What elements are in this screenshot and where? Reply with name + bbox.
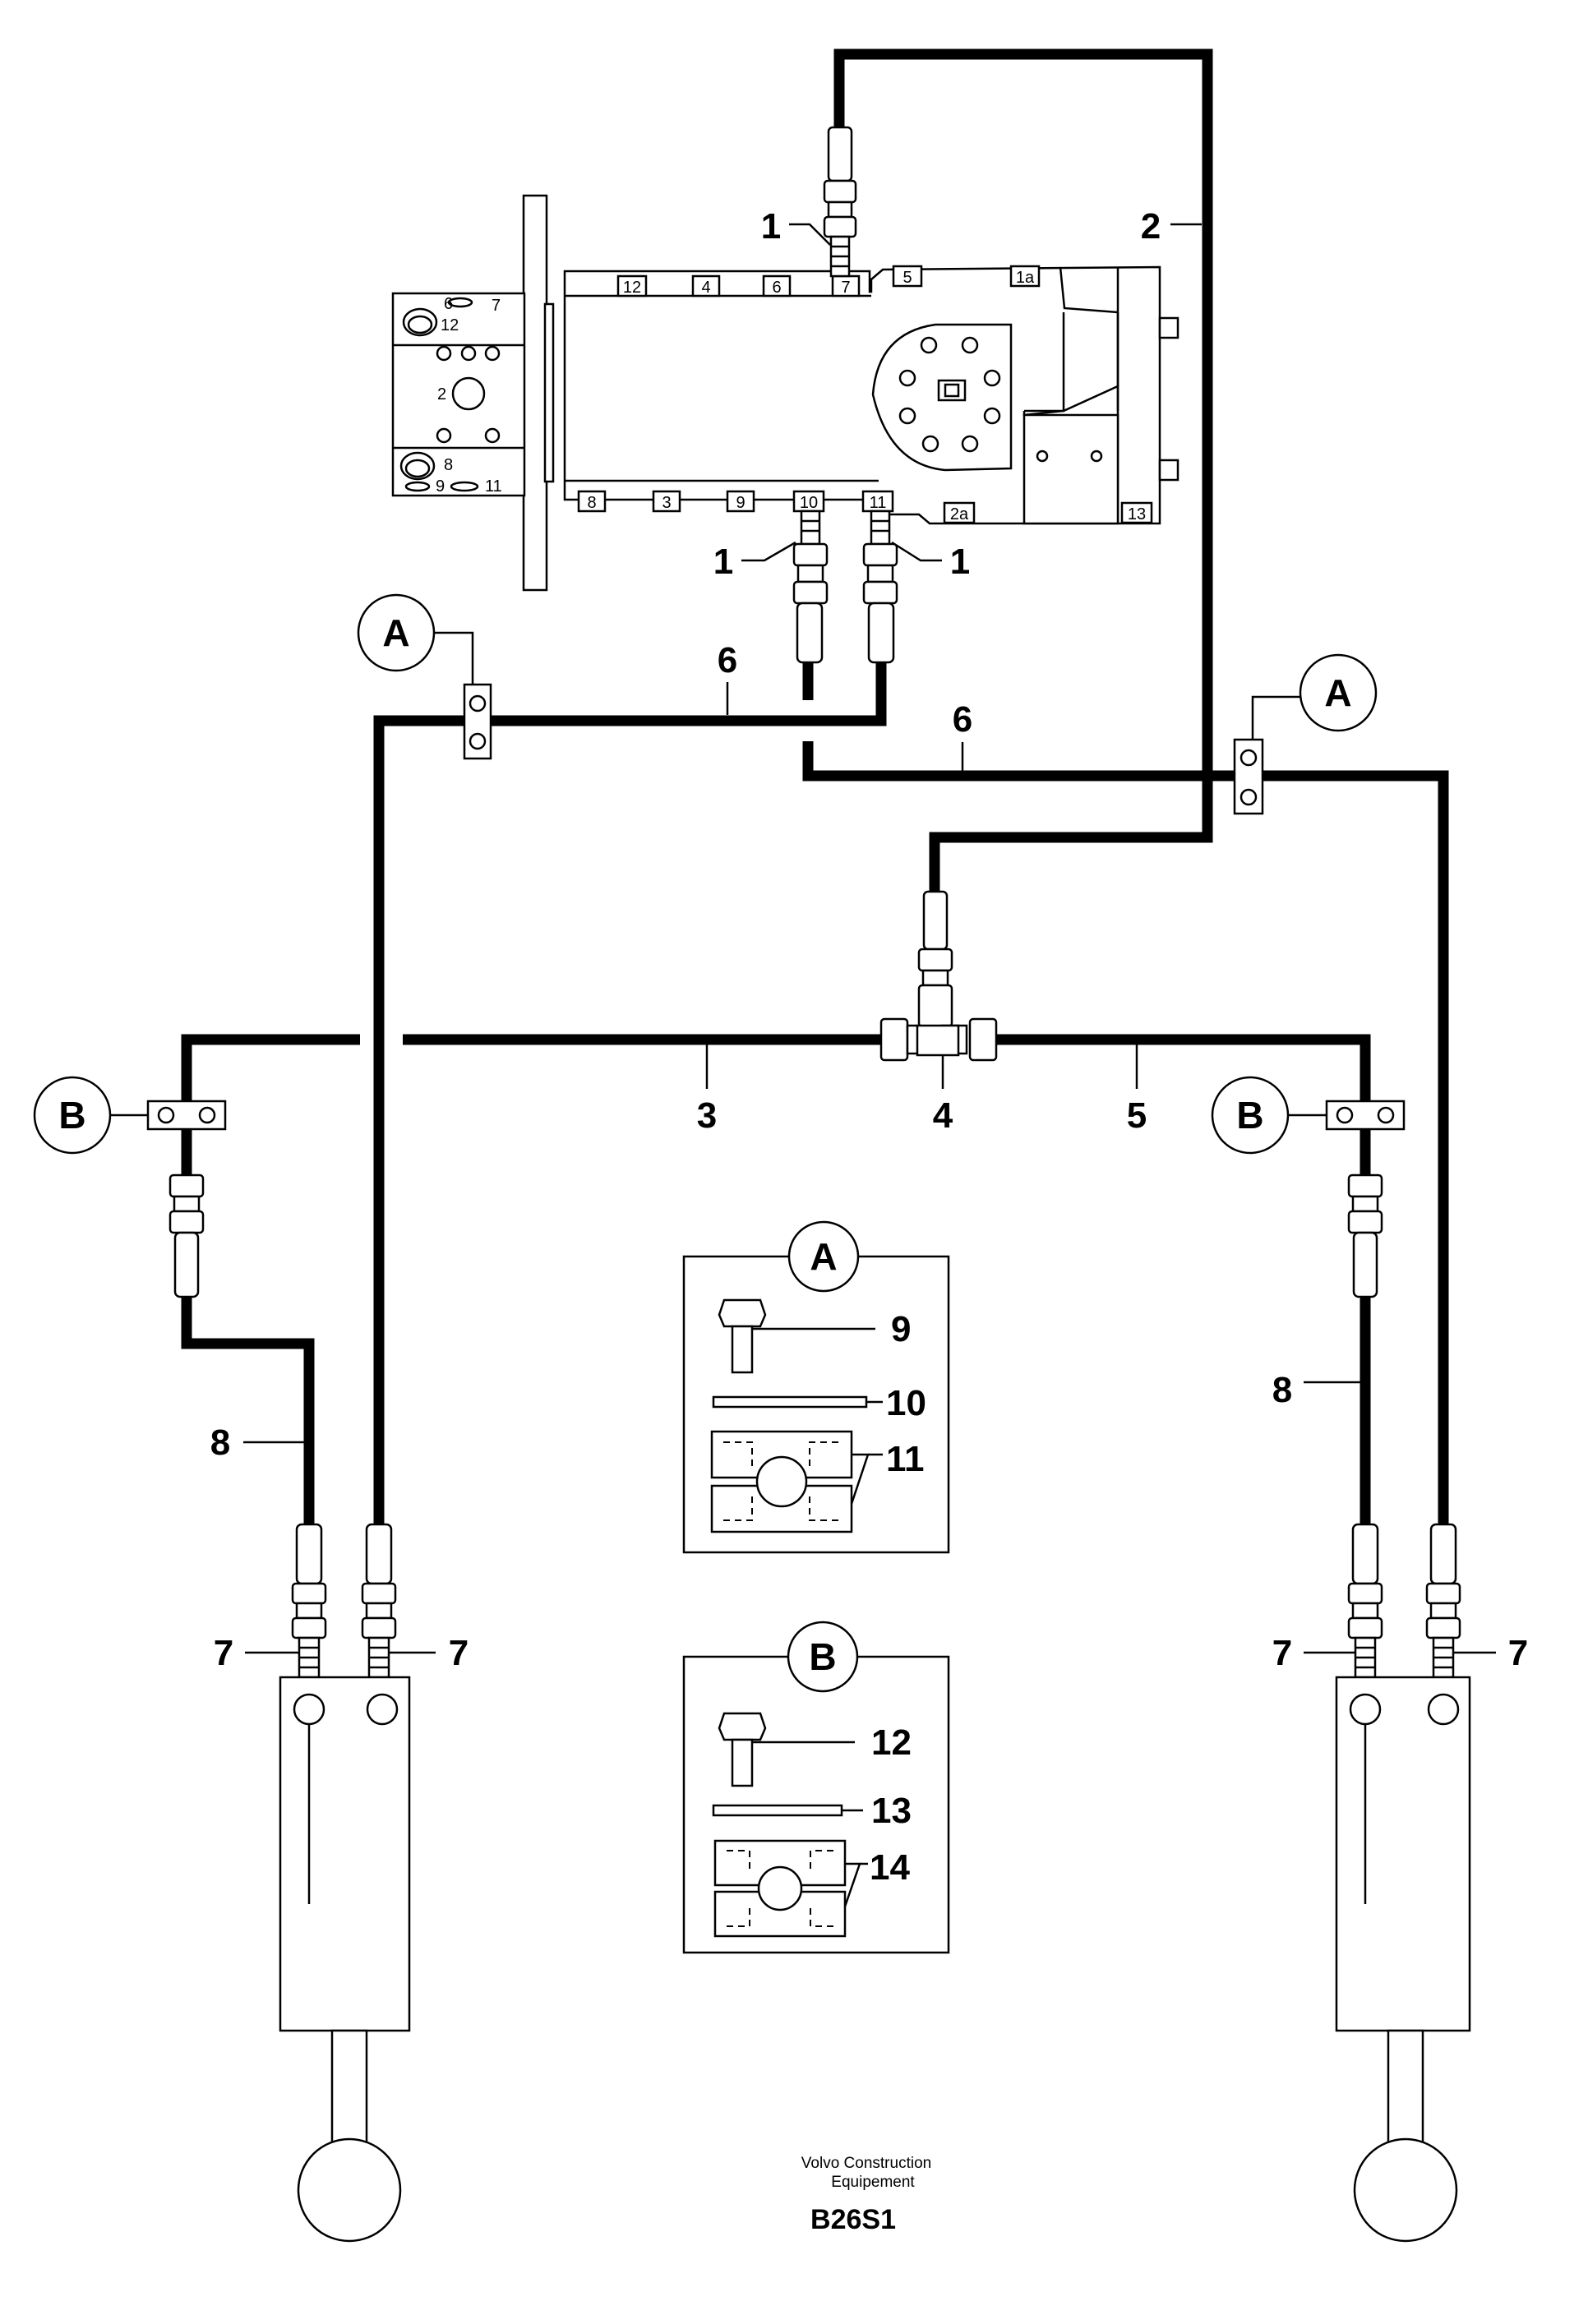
hose-6-right-b xyxy=(802,741,1449,1524)
side-port-7: 7 xyxy=(492,297,501,315)
callout-5: 5 xyxy=(1127,1095,1147,1136)
callout-8-right: 8 xyxy=(1272,1370,1292,1410)
port-7: 7 xyxy=(841,279,850,297)
port-5: 5 xyxy=(902,269,912,287)
hoses xyxy=(181,48,1449,1524)
callout-1-top: 1 xyxy=(761,206,781,247)
footer-company-line1: Volvo Construction xyxy=(801,2155,931,2172)
fitting-right-top xyxy=(1347,1174,1383,1298)
side-port-11: 11 xyxy=(485,477,502,496)
detail-a-bolt: 9 xyxy=(891,1309,911,1349)
port-6: 6 xyxy=(772,279,781,297)
detail-b-washer: 13 xyxy=(871,1791,912,1831)
port-4: 4 xyxy=(701,279,710,297)
port-12: 12 xyxy=(623,279,641,297)
clamps: A A B B xyxy=(33,593,1406,1155)
cylinder-left-body xyxy=(279,1676,411,2032)
fitting-top xyxy=(823,126,857,278)
svg-text:A: A xyxy=(382,611,409,654)
port-3: 3 xyxy=(662,494,671,512)
detail-a: A 9 10 11 xyxy=(682,1220,950,1554)
callout-1-right: 1 xyxy=(950,542,970,582)
port-1a: 1a xyxy=(1016,269,1035,287)
port-8: 8 xyxy=(587,494,596,512)
callout-8-left: 8 xyxy=(210,1423,230,1463)
callout-7-right-b: 7 xyxy=(1508,1633,1528,1673)
port-10: 10 xyxy=(800,494,818,512)
cylinder-right-body xyxy=(1335,1676,1471,2032)
callout-2: 2 xyxy=(1141,206,1161,247)
hose-2-supply xyxy=(929,789,1213,892)
callout-6-left: 6 xyxy=(718,640,737,680)
callout-4: 4 xyxy=(933,1095,953,1136)
footer-company-line2: Equipement xyxy=(831,2174,915,2191)
detail-a-washer: 10 xyxy=(886,1383,926,1423)
cylinder-right xyxy=(1335,1523,1471,2243)
callout-7-left-a: 7 xyxy=(214,1633,233,1673)
callout-6-right: 6 xyxy=(953,699,972,740)
detail-a-clamp: 11 xyxy=(886,1439,925,1479)
callouts: 1 1 1 2 6 6 3 4 5 8 8 7 7 7 7 xyxy=(210,206,1528,1673)
detail-b-letter: B xyxy=(809,1635,836,1678)
clamp-marker-b-left: B xyxy=(33,1076,112,1155)
clamp-marker-a-left: A xyxy=(357,593,436,672)
svg-text:B: B xyxy=(58,1094,85,1137)
callout-1-left: 1 xyxy=(713,542,733,582)
cylinder-right-eye xyxy=(1353,2137,1458,2243)
cylinder-left xyxy=(279,1523,411,2243)
fitting-left-top xyxy=(168,1174,205,1298)
fitting-port-11 xyxy=(862,510,898,664)
side-port-2: 2 xyxy=(437,385,446,403)
hose-2 xyxy=(833,48,1213,789)
fittings xyxy=(168,126,1383,1298)
port-9: 9 xyxy=(736,494,745,512)
callout-7-right-a: 7 xyxy=(1272,1633,1292,1673)
fitting-tee-supply xyxy=(917,890,953,987)
port-2a: 2a xyxy=(950,505,969,523)
detail-b-clamp: 14 xyxy=(870,1847,910,1888)
detail-a-letter: A xyxy=(810,1235,837,1278)
callout-7-left-b: 7 xyxy=(449,1633,469,1673)
side-port-8: 8 xyxy=(444,456,453,474)
port-13: 13 xyxy=(1128,505,1146,523)
svg-text:A: A xyxy=(1324,671,1351,714)
cylinder-left-rod xyxy=(330,2029,368,2149)
fitting-port-10 xyxy=(792,510,829,664)
tee-4 xyxy=(879,984,998,1062)
side-port-12: 12 xyxy=(441,316,459,334)
footer-code: B26S1 xyxy=(810,2204,896,2235)
hose-8-left xyxy=(181,1297,315,1524)
detail-b: B 12 13 14 xyxy=(682,1621,950,1954)
detail-b-bolt: 12 xyxy=(871,1722,912,1763)
hose-6-left xyxy=(373,662,887,1524)
mounting-plate xyxy=(522,194,548,592)
side-port-6: 6 xyxy=(444,295,453,313)
cylinder-left-eye xyxy=(297,2137,402,2243)
hose-3-left xyxy=(181,1034,360,1182)
control-valve: 12 4 6 7 5 1a 8 3 9 10 11 2a 13 6 7 12 2… xyxy=(391,194,1179,592)
hose-5 xyxy=(996,1034,1371,1182)
footer: Volvo Construction Equipement B26S1 xyxy=(801,2155,931,2235)
cylinder-right-rod xyxy=(1387,2029,1424,2149)
side-port-9: 9 xyxy=(436,477,445,496)
svg-text:B: B xyxy=(1236,1094,1263,1137)
clamp-marker-a-right: A xyxy=(1299,653,1378,732)
clamp-marker-b-right: B xyxy=(1211,1076,1290,1155)
callout-3: 3 xyxy=(697,1095,717,1136)
port-11: 11 xyxy=(870,494,887,512)
